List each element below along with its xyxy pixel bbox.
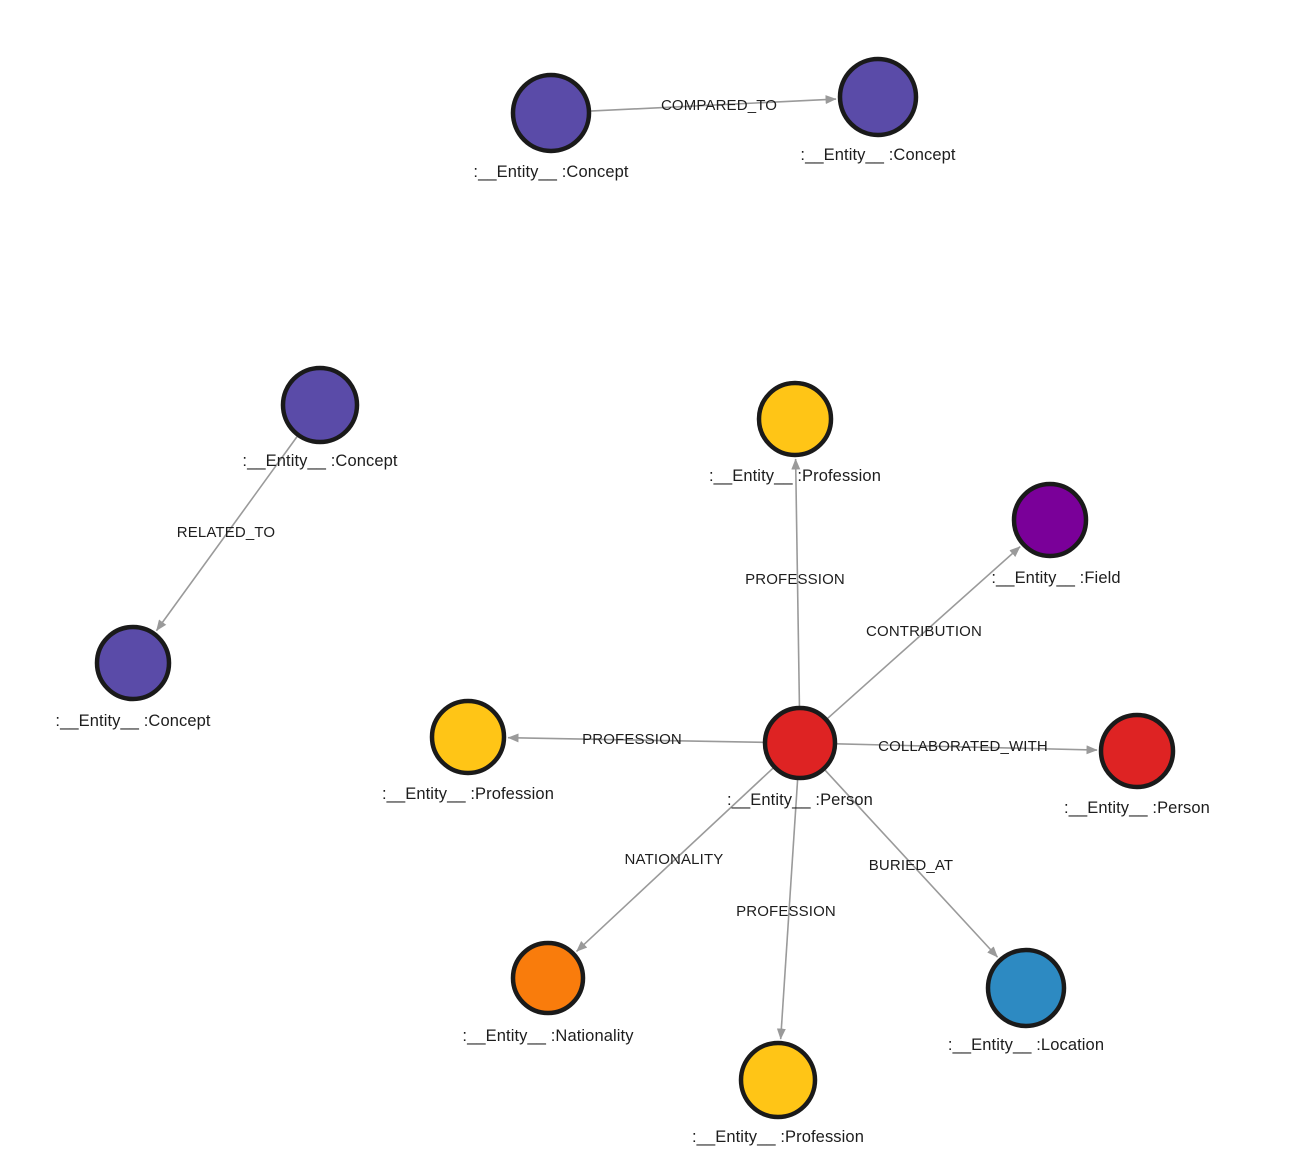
- node-label: :__Entity__ :Location: [948, 1036, 1104, 1054]
- edge-label: PROFESSION: [736, 903, 836, 920]
- node-label: :__Entity__ :Concept: [800, 146, 955, 164]
- edge-labels-layer: COMPARED_TO RELATED_TO PROFESSION CONTRIBUT…: [177, 97, 1048, 920]
- graph-node[interactable]: [510, 940, 586, 1016]
- graph-node[interactable]: [94, 624, 172, 702]
- graph-node[interactable]: [762, 705, 838, 781]
- node-labels-layer: :__Entity__ :Concept :__Entity__ :Concept…: [55, 146, 1210, 1146]
- edge-label: COMPARED_TO: [661, 97, 777, 114]
- graph-node[interactable]: [510, 72, 592, 154]
- graph-edge[interactable]: [507, 733, 765, 744]
- graph-edge[interactable]: [575, 766, 775, 952]
- graph-edge[interactable]: [589, 95, 837, 112]
- graph-edge[interactable]: [823, 768, 999, 958]
- node-label: :__Entity__ :Person: [727, 791, 873, 809]
- edge-label: PROFESSION: [745, 571, 845, 588]
- edge-label: COLLABORATED_WITH: [878, 738, 1048, 755]
- edge-label: BURIED_AT: [869, 857, 953, 874]
- node-label: :__Entity__ :Concept: [473, 163, 628, 181]
- node-label: :__Entity__ :Concept: [242, 452, 397, 470]
- node-label: :__Entity__ :Profession: [382, 785, 554, 803]
- graph-edge[interactable]: [776, 778, 799, 1040]
- edge-label: PROFESSION: [582, 731, 682, 748]
- graph-edge[interactable]: [791, 458, 801, 708]
- graph-node[interactable]: [280, 365, 360, 445]
- node-label: :__Entity__ :Person: [1064, 799, 1210, 817]
- graph-node[interactable]: [1011, 481, 1089, 559]
- node-label: :__Entity__ :Nationality: [462, 1027, 634, 1045]
- edges-layer: [155, 95, 1098, 1040]
- graph-edge[interactable]: [155, 435, 299, 632]
- graph-edge[interactable]: [835, 743, 1098, 755]
- graph-node[interactable]: [738, 1040, 818, 1120]
- edge-label: RELATED_TO: [177, 524, 275, 541]
- node-label: :__Entity__ :Profession: [692, 1128, 864, 1146]
- graph-node[interactable]: [429, 698, 507, 776]
- graph-node[interactable]: [756, 380, 834, 458]
- nodes-layer: [94, 56, 1176, 1120]
- edge-label: NATIONALITY: [625, 851, 724, 868]
- edge-label: CONTRIBUTION: [866, 623, 982, 640]
- node-label: :__Entity__ :Field: [991, 569, 1120, 587]
- node-label: :__Entity__ :Profession: [709, 467, 881, 485]
- node-label: :__Entity__ :Concept: [55, 712, 210, 730]
- graph-node[interactable]: [985, 947, 1067, 1029]
- graph-node[interactable]: [1098, 712, 1176, 790]
- graph-edge[interactable]: [826, 546, 1021, 720]
- graph-node[interactable]: [837, 56, 919, 138]
